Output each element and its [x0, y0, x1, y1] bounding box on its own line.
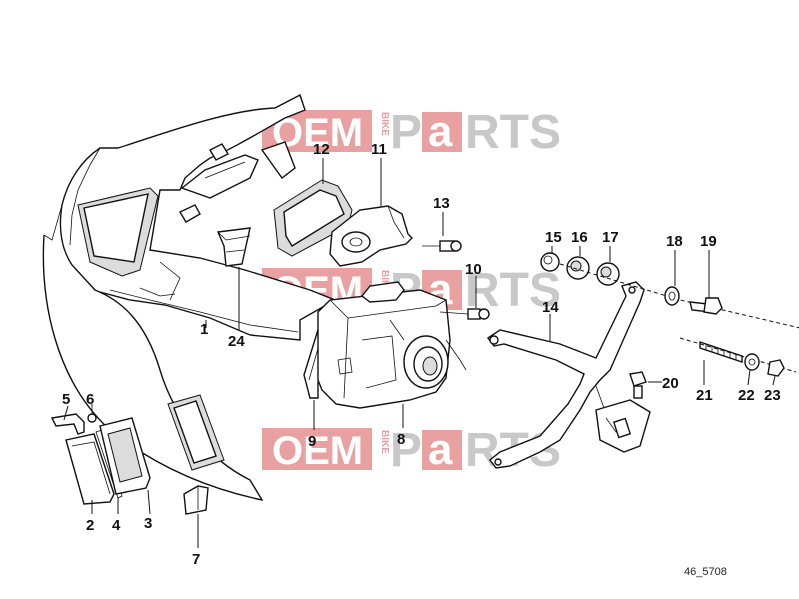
- callout-4: 4: [112, 517, 121, 534]
- callout-3: 3: [144, 515, 152, 532]
- watermark-bike: BIKE: [379, 430, 390, 454]
- part-20-screw: [629, 371, 647, 399]
- callout-13: 13: [433, 195, 450, 212]
- part-16-grommet: [566, 256, 590, 280]
- callout-18: 18: [666, 233, 683, 250]
- callout-5: 5: [62, 391, 70, 408]
- callout-2: 2: [86, 517, 94, 534]
- watermark-top: OEM BIKE P a RTS: [262, 106, 561, 159]
- part-7-pad: [183, 485, 209, 515]
- callout-15: 15: [545, 229, 562, 246]
- watermark-bike: BIKE: [379, 270, 390, 294]
- watermark-rts: RTS: [465, 106, 561, 159]
- part-22-washer: [744, 353, 760, 371]
- callout-17: 17: [602, 229, 619, 246]
- callout-10: 10: [465, 261, 482, 278]
- watermark-p: P: [390, 424, 422, 477]
- callout-12: 12: [313, 141, 330, 158]
- watermark-oem: OEM: [272, 429, 363, 473]
- callout-21: 21: [696, 387, 713, 404]
- watermark-rts: RTS: [465, 264, 561, 317]
- callout-19: 19: [700, 233, 717, 250]
- part-2-cover: [65, 433, 115, 505]
- part-8-headlight: [317, 281, 467, 409]
- callout-9: 9: [308, 433, 316, 450]
- watermark-a: a: [428, 425, 453, 474]
- callout-7: 7: [192, 551, 200, 568]
- callout-6: 6: [86, 391, 94, 408]
- callout-22: 22: [738, 387, 755, 404]
- part-11-housing: [329, 205, 413, 267]
- part-10-screw: [439, 308, 490, 320]
- callout-20: 20: [662, 375, 679, 392]
- callout-16: 16: [571, 229, 588, 246]
- part-14-bracket: [486, 281, 651, 469]
- callout-1: 1: [200, 321, 208, 338]
- callout-23: 23: [764, 387, 781, 404]
- diagram-reference-code: 46_5708: [684, 566, 727, 578]
- part-13-screw: [422, 240, 462, 252]
- callout-8: 8: [397, 431, 405, 448]
- part-4-gasket: [95, 429, 123, 499]
- part-3-frame: [99, 417, 151, 495]
- watermark-a: a: [428, 107, 453, 156]
- part-5-clip: [50, 413, 85, 435]
- callout-14: 14: [542, 299, 559, 316]
- part-21-stud: [699, 341, 743, 363]
- part-15-grommet: [540, 252, 560, 272]
- callout-11: 11: [371, 141, 387, 158]
- part-17-grommet: [596, 262, 620, 286]
- part-6-screw: [87, 406, 97, 423]
- part-24-duct: [216, 227, 251, 267]
- part-19-bolt: [689, 297, 723, 315]
- watermark-p: P: [390, 106, 422, 159]
- part-23-nut: [767, 359, 785, 377]
- callouts: 1 2 3 4 5 6 7 8 9 10 11 12 13 14 15 16 1…: [62, 141, 781, 568]
- part-18-washer: [664, 286, 680, 306]
- watermark-bike: BIKE: [379, 112, 390, 136]
- part-fairing-shell: [42, 94, 337, 502]
- leader-lines: [63, 158, 776, 548]
- callout-24: 24: [228, 333, 245, 350]
